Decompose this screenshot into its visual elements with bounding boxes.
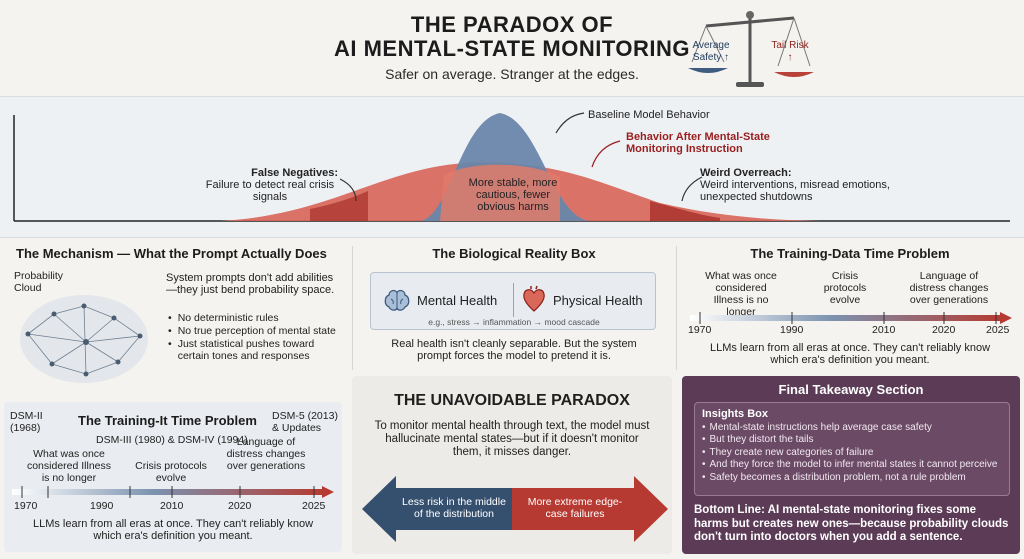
balance-scale-icon [680,6,820,90]
cloud-label: Probability Cloud [14,270,64,294]
right-arrow [512,474,668,544]
training-top-label-2: Crisis protocols evolve [823,270,867,306]
insight-item: •But they distort the tails [702,434,814,446]
probability-cloud-icon [14,284,154,394]
insights-title: Insights Box [702,408,769,420]
takeaway-title: Final Takeaway Section [778,382,924,397]
bio-box: Mental Health Physical Health e.g., stre… [370,272,656,330]
left-tail [310,191,368,221]
training-bottom-label-3: Language of distress changes over genera… [226,436,306,472]
baseline-label: Baseline Model Behavior [588,109,710,121]
mechanism-bullet: •No deterministic rules [168,312,279,324]
timeline-top-tick: 2025 [986,324,1010,336]
mechanism-bullet: •No true perception of mental state [168,325,336,337]
bio-divider [513,283,514,317]
divider [676,246,677,370]
left-arrow [362,474,518,544]
bottom-line: Bottom Line: AI mental-state monitoring … [694,504,1009,543]
insight-item: •Safety becomes a distribution problem, … [702,471,966,483]
mechanism-bullets: •No deterministic rules •No true percept… [168,312,348,362]
training-bottom-panel [4,402,342,552]
timeline-bottom-tick: 2020 [228,500,252,512]
paradox-text: To monitor mental health through text, t… [374,420,650,458]
timeline-top-tick: 2010 [872,324,896,336]
insights-list: •Mental-state instructions help average … [702,422,1006,484]
scale-left-label: Average Safety ↑ [692,40,730,63]
bio-title: The Biological Reality Box [432,246,596,261]
training-top-label-3: Language of distress changes over genera… [909,270,989,306]
training-bottom-label-2: Crisis protocols evolve [135,460,207,484]
mental-health-label: Mental Health [417,293,498,308]
scale-right-label: Tail Risk ↑ [771,40,809,63]
weird-overreach-text: Weird interventions, misread emotions, u… [700,179,890,203]
timeline-bottom-tick: 2025 [302,500,326,512]
training-bottom-caption: LLMs learn from all eras at once. They c… [32,518,314,542]
distribution-chart [13,112,1010,222]
mechanism-intro: System prompts don't add abilities —they… [166,272,335,296]
left-arrow-label: Less risk in the middle of the distribut… [402,496,506,520]
insight-item: •Mental-state instructions help average … [702,422,932,433]
training-top-caption: LLMs learn from all eras at once. They c… [709,342,991,366]
right-arrow-label: More extreme edge-case failures [527,496,623,520]
bio-caption: Real health isn't cleanly separable. But… [391,338,637,362]
timeline-bottom-tick: 1970 [14,500,38,512]
center-effect-text: More stable, more cautious, fewer obviou… [468,177,558,213]
timeline-top-tick: 1990 [780,324,804,336]
timeline-top-bar [686,310,1014,326]
insight-item: •They create new categories of failure [702,446,874,458]
subtitle: Safer on average. Stranger at the edges. [385,66,639,82]
insights-box [694,402,1010,496]
timeline-bottom-bar [8,484,338,500]
timeline-bottom-tick: 2010 [160,500,184,512]
training-bottom-label-1: What was once considered Illness is no l… [26,448,112,484]
physical-health-label: Physical Health [553,293,643,308]
training-top-title: The Training-Data Time Problem [750,246,950,261]
paradox-title: THE UNAVOIDABLE PARADOX [394,392,630,409]
false-negatives-title: False Negatives: [251,167,338,179]
brain-icon [383,287,411,318]
cascade-note: e.g., stress → inflammation → mood casca… [428,317,600,327]
weird-overreach-title: Weird Overreach: [700,167,792,179]
after-label: Behavior After Mental-State Monitoring I… [626,131,770,155]
false-negatives-text: Failure to detect real crisis signals [205,179,335,203]
timeline-top-tick: 1970 [688,324,712,336]
dsm5-label: DSM-5 (2013) & Updates [272,410,338,434]
mechanism-title: The Mechanism — What the Prompt Actually… [16,246,327,261]
timeline-top-tick: 2020 [932,324,956,336]
title-line-1: THE PARADOX OF [410,12,614,37]
insight-item: •And they force the model to infer menta… [702,459,998,471]
dsm2-label: DSM-II (1968) [10,410,43,434]
distribution-panel: Baseline Model Behavior Behavior After M… [0,96,1024,238]
timeline-bottom-tick: 1990 [90,500,114,512]
dsm34-label: DSM-III (1980) & DSM-IV (1994) [96,434,248,446]
title-line-2: AI MENTAL-STATE MONITORING [333,36,690,61]
training-bottom-title: The Training-It Time Problem [78,413,257,428]
heart-icon [521,285,547,318]
right-tail [650,201,720,221]
mechanism-bullet: •Just statistical pushes toward certain … [168,338,315,362]
divider [352,246,353,370]
